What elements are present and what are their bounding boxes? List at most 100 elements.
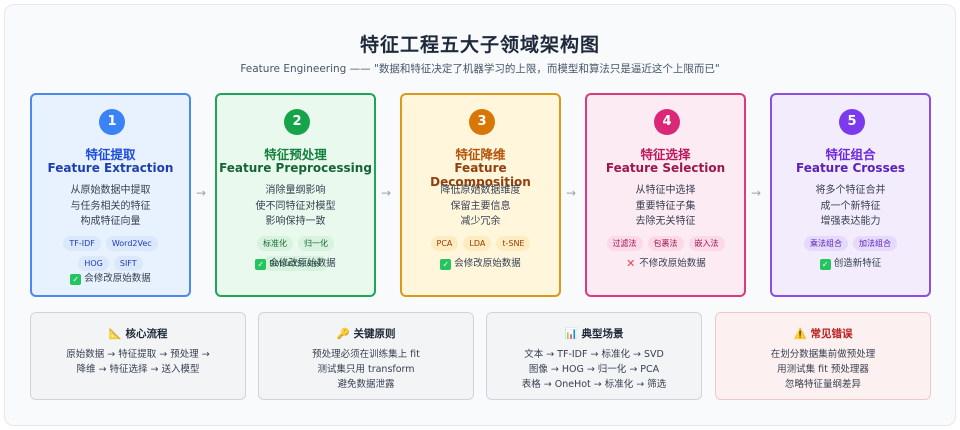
description-line: 消除量纲影响: [265, 185, 326, 196]
description-line: 从原始数据中提取: [70, 185, 151, 196]
triangle-ruler-icon: 📐: [108, 328, 122, 340]
description-line: 去除无关特征: [635, 216, 696, 227]
info-box-line: 降维 → 特征选择 → 送入模型: [76, 364, 200, 375]
description-line: 重要特征子集: [635, 200, 696, 212]
description-line: 将多个特征合并: [815, 185, 886, 196]
check-icon: ✓: [255, 259, 267, 270]
info-box-title: 📐核心流程: [31, 326, 245, 341]
flow-arrow: →: [196, 186, 207, 200]
info-box-4: ⚠️常见错误在划分数据集前做预处理用测试集 fit 预处理器忽略特征量纲差异: [715, 312, 931, 400]
data-modification-note: ✕不修改原始数据: [587, 255, 744, 269]
description-line: 影响保持一致: [265, 216, 326, 227]
check-icon: ✓: [70, 274, 82, 285]
warning-icon: ⚠️: [793, 328, 807, 340]
method-tags: 乘法组合加法组合: [780, 236, 921, 251]
method-tags: 过滤法包裹法嵌入法: [595, 236, 736, 251]
info-box-title-text: 核心流程: [125, 328, 168, 340]
info-box-line: 忽略特征量纲差异: [784, 379, 861, 390]
step-number-badge: 1: [99, 109, 125, 135]
info-box-line: 文本 → TF-IDF → 标准化 → SVD: [524, 349, 664, 360]
note-text: 会修改原始数据: [454, 258, 521, 269]
info-box-3: 📊典型场景文本 → TF-IDF → 标准化 → SVD 图像 → HOG → 归…: [486, 312, 702, 400]
info-box-2: 🔑关键原则预处理必须在训练集上 fit 测试集只用 transform 避免数据泄露: [258, 312, 474, 400]
method-tag: Word2Vec: [105, 236, 158, 251]
method-tag: 过滤法: [606, 236, 643, 251]
info-box-title-text: 常见错误: [810, 328, 853, 340]
data-modification-note: ✓会修改原始数据: [217, 255, 374, 270]
description-line: 成一个新特征: [820, 200, 881, 212]
info-box-line: 避免数据泄露: [337, 379, 395, 390]
bar-chart-icon: 📊: [564, 328, 578, 340]
method-tag: 乘法组合: [804, 236, 848, 251]
description-line: 使不同特征对模型: [255, 200, 336, 212]
method-tag: SIFT: [113, 256, 143, 271]
info-box-title: 🔑关键原则: [259, 326, 473, 341]
method-tag: t-SNE: [496, 236, 531, 251]
card-description: 消除量纲影响使不同特征对模型影响保持一致: [217, 183, 374, 230]
flow-arrow: →: [751, 186, 762, 200]
note-text: 创造新特征: [833, 258, 882, 269]
card-title-en: Feature Preprocessing: [219, 161, 372, 175]
info-box-title-text: 关键原则: [353, 328, 396, 340]
card-description: 将多个特征合并成一个新特征增强表达能力: [772, 183, 929, 230]
info-box-title: 📊典型场景: [487, 326, 701, 341]
method-tag: RobustScaler: [263, 256, 328, 271]
card-description: 从原始数据中提取与任务相关的特征构成特征向量: [32, 183, 189, 230]
card-title-cn: 特征预处理: [264, 147, 327, 162]
flow-arrow: →: [566, 186, 577, 200]
check-icon: ✓: [440, 259, 452, 270]
card-title-en: Feature Selection: [605, 161, 726, 175]
info-box-line: 原始数据 → 特征提取 → 预处理 →: [66, 349, 210, 360]
info-box-line: 图像 → HOG → 归一化 → PCA: [528, 364, 660, 375]
note-text: 会修改原始数据: [84, 273, 151, 284]
card-title-en: Feature Decomposition: [430, 161, 531, 189]
card-title-en: Feature Extraction: [47, 161, 174, 175]
info-box-line: 测试集只用 transform: [317, 364, 415, 375]
method-tag: TF-IDF: [63, 236, 101, 251]
page-title: 特征工程五大子领域架构图: [359, 34, 600, 56]
info-box-line: 预处理必须在训练集上 fit: [312, 349, 420, 360]
key-icon: 🔑: [336, 328, 350, 340]
data-modification-note: ✓创造新特征: [772, 255, 929, 270]
card-title-cn: 特征组合: [825, 147, 876, 162]
note-text: 会修改原始数据: [269, 258, 336, 269]
method-tag: 归一化: [298, 236, 334, 251]
method-tag: PCA: [430, 236, 459, 251]
check-icon: ✓: [819, 259, 831, 270]
description-line: 从特征中选择: [635, 185, 696, 196]
method-tag: LDA: [463, 236, 492, 251]
card-title-cn: 特征降维: [455, 147, 506, 162]
info-box-title-text: 典型场景: [581, 328, 624, 340]
page-subtitle: Feature Engineering —— "数据和特征决定了机器学习的上限，…: [240, 63, 720, 75]
info-box-1: 📐核心流程原始数据 → 特征提取 → 预处理 → 降维 → 特征选择 → 送入模型: [30, 312, 246, 400]
method-tag: 嵌入法: [688, 236, 725, 251]
step-number-badge: 5: [839, 109, 865, 135]
method-tag: 加法组合: [853, 236, 897, 251]
step-number-badge: 3: [469, 109, 495, 135]
step-number-badge: 2: [284, 109, 310, 135]
info-box-line: 用测试集 fit 预处理器: [777, 364, 869, 375]
description-line: 保留主要信息: [450, 200, 511, 212]
cross-icon: ✕: [626, 257, 636, 270]
method-tag: HOG: [78, 256, 109, 271]
note-text: 不修改原始数据: [639, 258, 706, 269]
description-line: 减少冗余: [460, 216, 501, 227]
method-tags: PCA LDA t-SNE: [410, 236, 551, 251]
data-modification-note: ✓会修改原始数据: [32, 270, 189, 285]
description-line: 增强表达能力: [820, 216, 881, 227]
info-box-line: 在划分数据集前做预处理: [770, 349, 876, 360]
step-number-badge: 4: [654, 109, 680, 135]
flow-arrow: →: [381, 186, 392, 200]
card-title-cn: 特征提取: [85, 147, 136, 162]
data-modification-note: ✓会修改原始数据: [402, 255, 559, 270]
info-box-title: ⚠️常见错误: [716, 326, 930, 341]
description-line: 与任务相关的特征: [70, 200, 151, 212]
info-box-line: 表格 → OneHot → 标准化 → 筛选: [521, 379, 667, 390]
card-description: 降低原始数据维度保留主要信息减少冗余: [402, 183, 559, 230]
